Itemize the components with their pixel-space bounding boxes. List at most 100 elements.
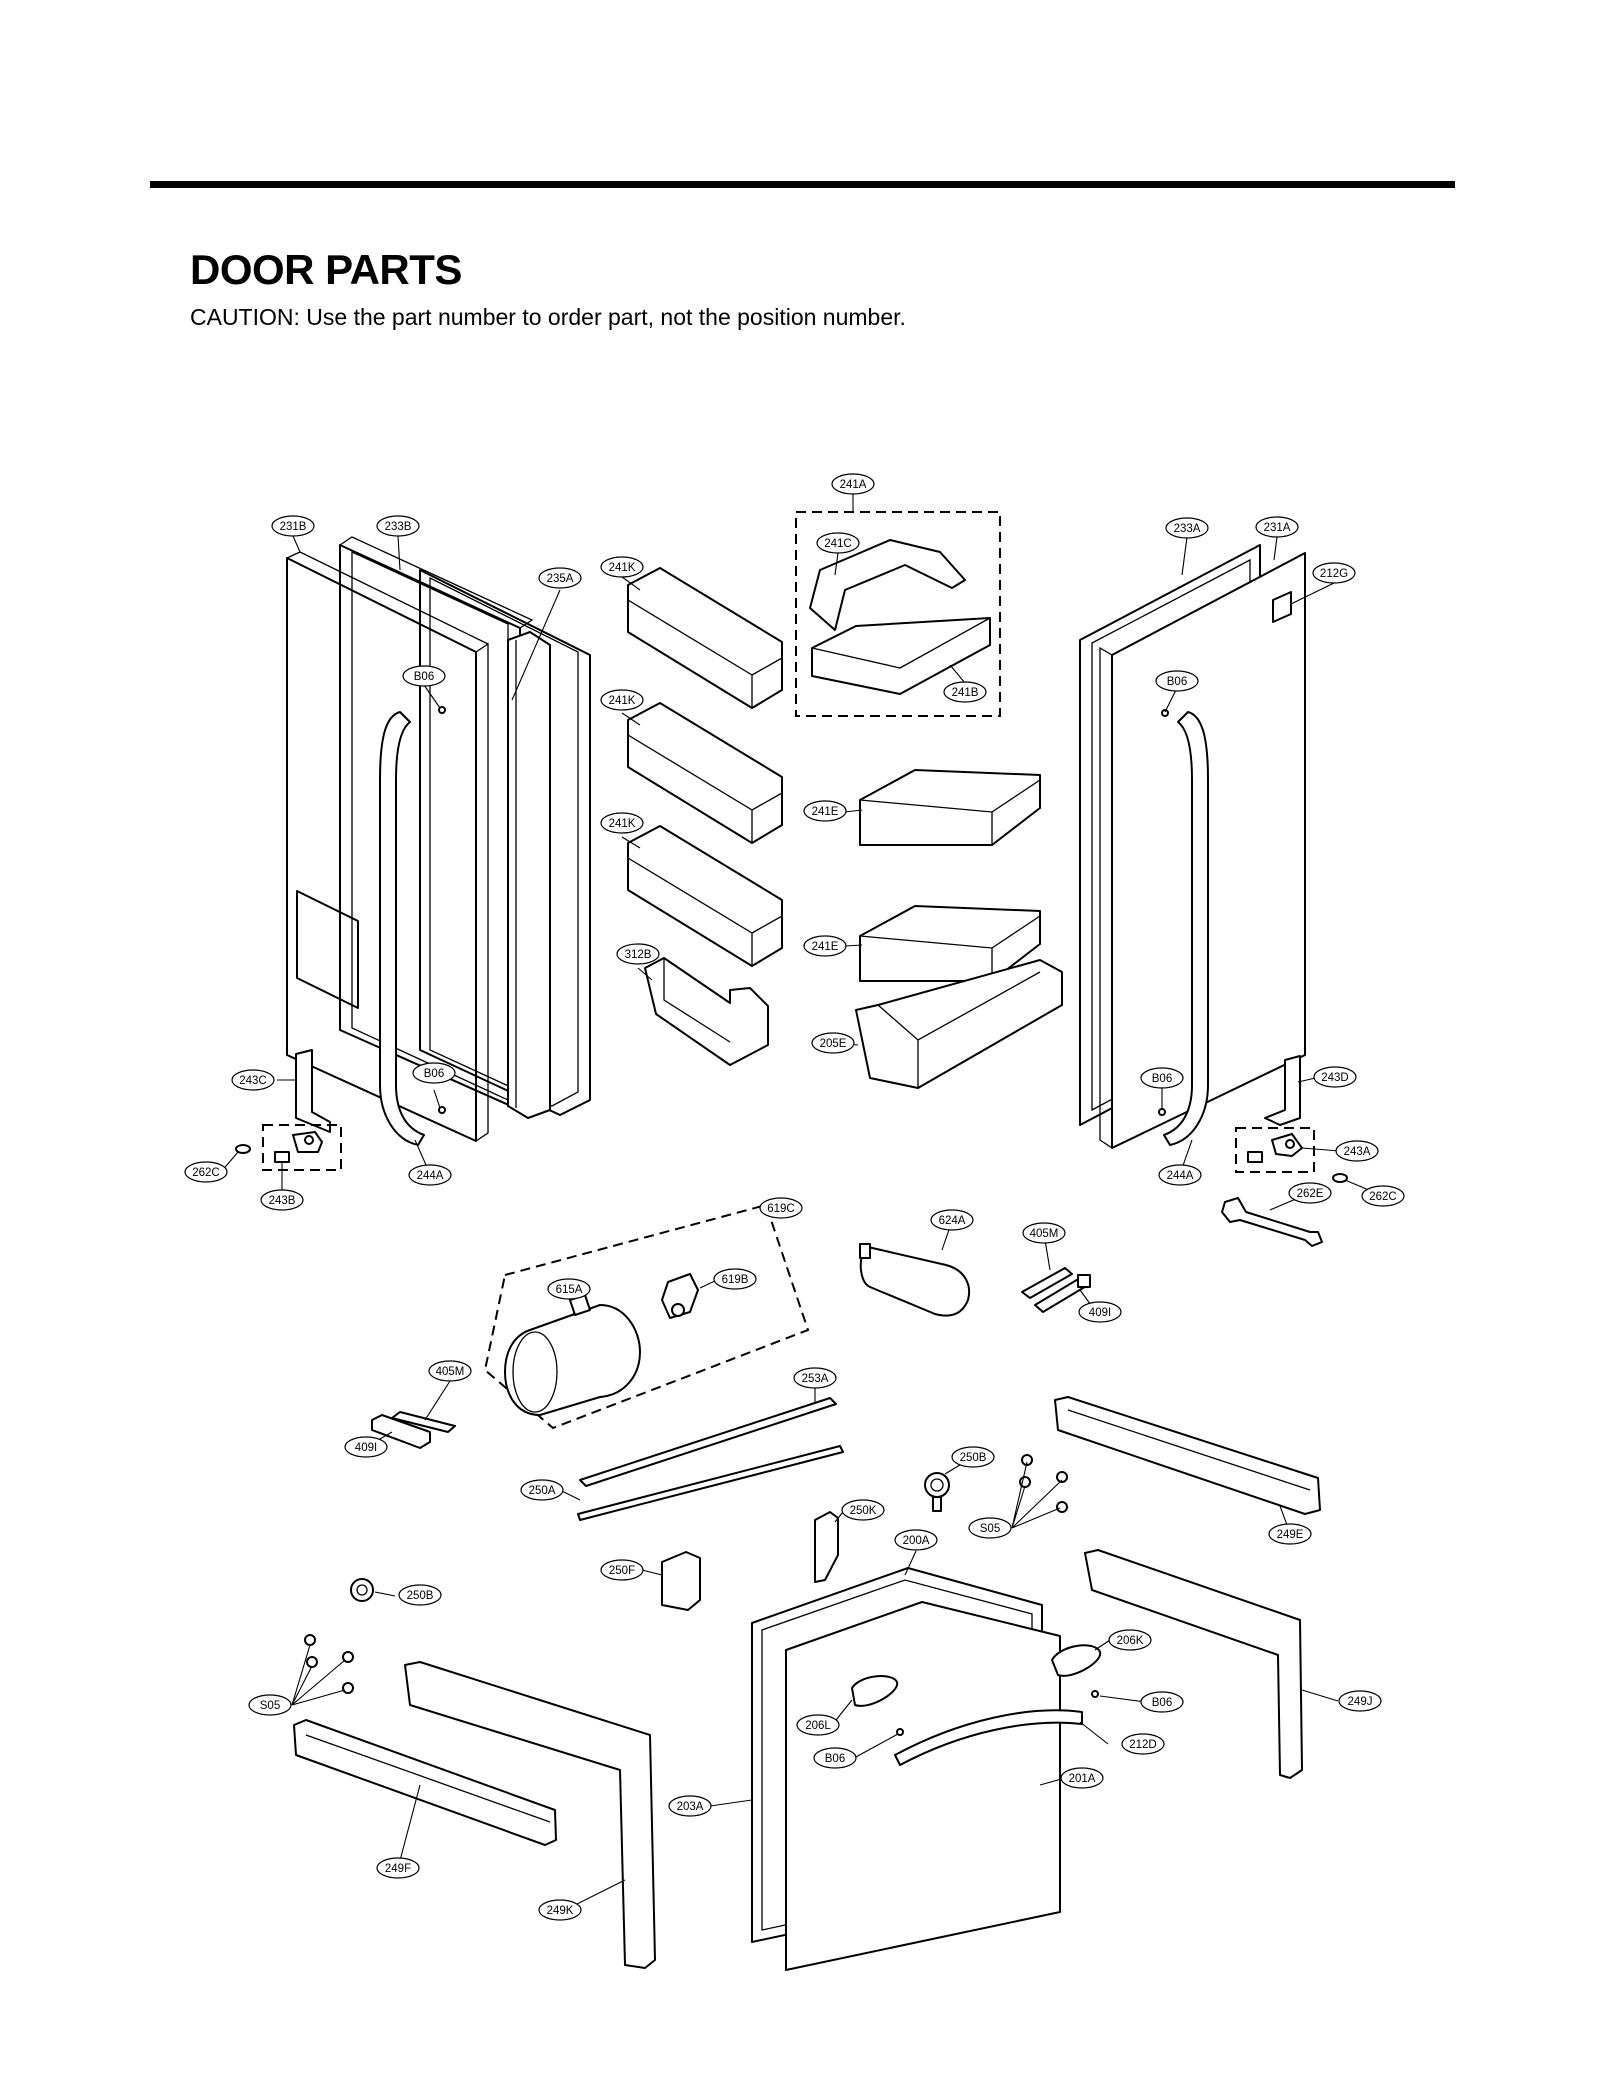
valve-619B [661,1273,699,1319]
hinge-243C [295,1049,331,1133]
door-bin-241E-top [859,769,1041,846]
callout-oval [398,1584,442,1606]
gear-250B-left [350,1578,374,1602]
callout-label: 249K [547,1905,574,1917]
screw-B06-right-top [1161,709,1169,717]
screws-S05-left [304,1634,354,1694]
callout-oval [1158,1164,1202,1186]
callout-label: 231A [1264,522,1291,534]
screw-B06-drawer-right [1091,1690,1099,1698]
water-group-619C [483,1203,810,1430]
callout-label: 241C [824,538,852,550]
caution-note: CAUTION: Use the part number to order pa… [190,304,906,330]
callout-oval [376,1857,420,1879]
callout-label: 241K [609,695,636,707]
callout-241c: 241C [816,532,860,554]
callout-oval [1108,1629,1152,1651]
callout-250b-2: 250B [398,1584,442,1606]
bin-241B [811,617,991,695]
screw-B06-drawer-left [896,1728,904,1736]
callout-label: 249E [1277,1529,1304,1541]
rail-249J [1084,1549,1303,1779]
callout-label: 250A [529,1485,556,1497]
callout-label: 250B [960,1452,987,1464]
callout-label: S05 [980,1523,1000,1535]
washer-262C-right [1332,1173,1348,1183]
page-title: DOOR PARTS [190,246,462,293]
callout-243c: 243C [231,1069,275,1091]
callout-244a-2: 244A [1158,1164,1202,1186]
callout-label: 233A [1174,523,1201,535]
callout-oval [547,1278,591,1300]
callout-615a: 615A [547,1278,591,1300]
callout-oval [616,943,660,965]
callout-label: 405M [436,1366,465,1378]
callout-212d: 212D [1121,1733,1165,1755]
callout-label: 250F [609,1565,635,1577]
callout-oval [600,1559,644,1581]
callout-label: 619B [722,1274,749,1286]
callout-250k: 250K [841,1499,885,1521]
door-bin-241K-top [627,567,783,709]
callout-oval [408,1164,452,1186]
callout-oval [943,681,987,703]
bracket-312B [644,957,769,1066]
callout-label: B06 [1152,1073,1172,1085]
door-bin-241K-middle [627,702,783,844]
callout-label: 244A [1167,1170,1194,1182]
callout-label: 624A [939,1215,966,1227]
clip-405M-left [391,1411,456,1433]
callout-label: 312B [625,949,652,961]
callout-250b-1: 250B [951,1446,995,1468]
callout-label: 619C [767,1203,795,1215]
callout-249e: 249E [1268,1523,1312,1545]
callout-250a: 250A [520,1479,564,1501]
callout-312b: 312B [616,943,660,965]
callout-label: B06 [1167,676,1187,688]
callout-label: 205E [820,1038,847,1050]
callout-label: 244A [417,1170,444,1182]
callout-label: 243C [239,1075,267,1087]
callout-b06-3: B06 [412,1062,456,1084]
rod-253A [579,1397,837,1487]
callout-oval [930,1209,974,1231]
callout-oval [1060,1767,1104,1789]
callout-b06-6: B06 [813,1747,857,1769]
right-door-hinge-parts [1221,1055,1348,1247]
callout-405m-2: 405M [428,1360,472,1382]
callout-oval [1155,670,1199,692]
callout-241e-1: 241E [803,800,847,822]
callout-oval [803,800,847,822]
callout-oval [968,1517,1012,1539]
callout-206l: 206L [796,1714,840,1736]
screw-B06-left-bottom [438,1106,446,1114]
callout-oval [793,1367,837,1389]
callout-label: 615A [556,1284,583,1296]
callout-oval [841,1499,885,1521]
callout-label: 241B [952,687,979,699]
callout-241e-2: 241E [803,935,847,957]
callout-241a: 241A [831,473,875,495]
callout-235a: 235A [538,567,582,589]
callout-241k-3: 241K [600,812,644,834]
callout-label: B06 [414,671,434,683]
callout-label: B06 [1152,1697,1172,1709]
callout-label: S05 [260,1700,280,1712]
callout-label: 243B [269,1195,296,1207]
callout-label: 206L [805,1720,831,1732]
callout-b06-4: B06 [1140,1067,1184,1089]
pump-624A [859,1243,970,1317]
callout-oval [1313,1066,1357,1088]
rod-250A [577,1445,844,1521]
callout-249k: 249K [538,1899,582,1921]
callout-oval [1140,1067,1184,1089]
callout-oval [1312,562,1356,584]
cover-group-241A [795,511,1001,717]
callout-249j: 249J [1338,1690,1382,1712]
rail-249E [1054,1396,1321,1515]
callout-b06-1: B06 [402,665,446,687]
callout-oval [402,665,446,687]
callout-oval [412,1062,456,1084]
